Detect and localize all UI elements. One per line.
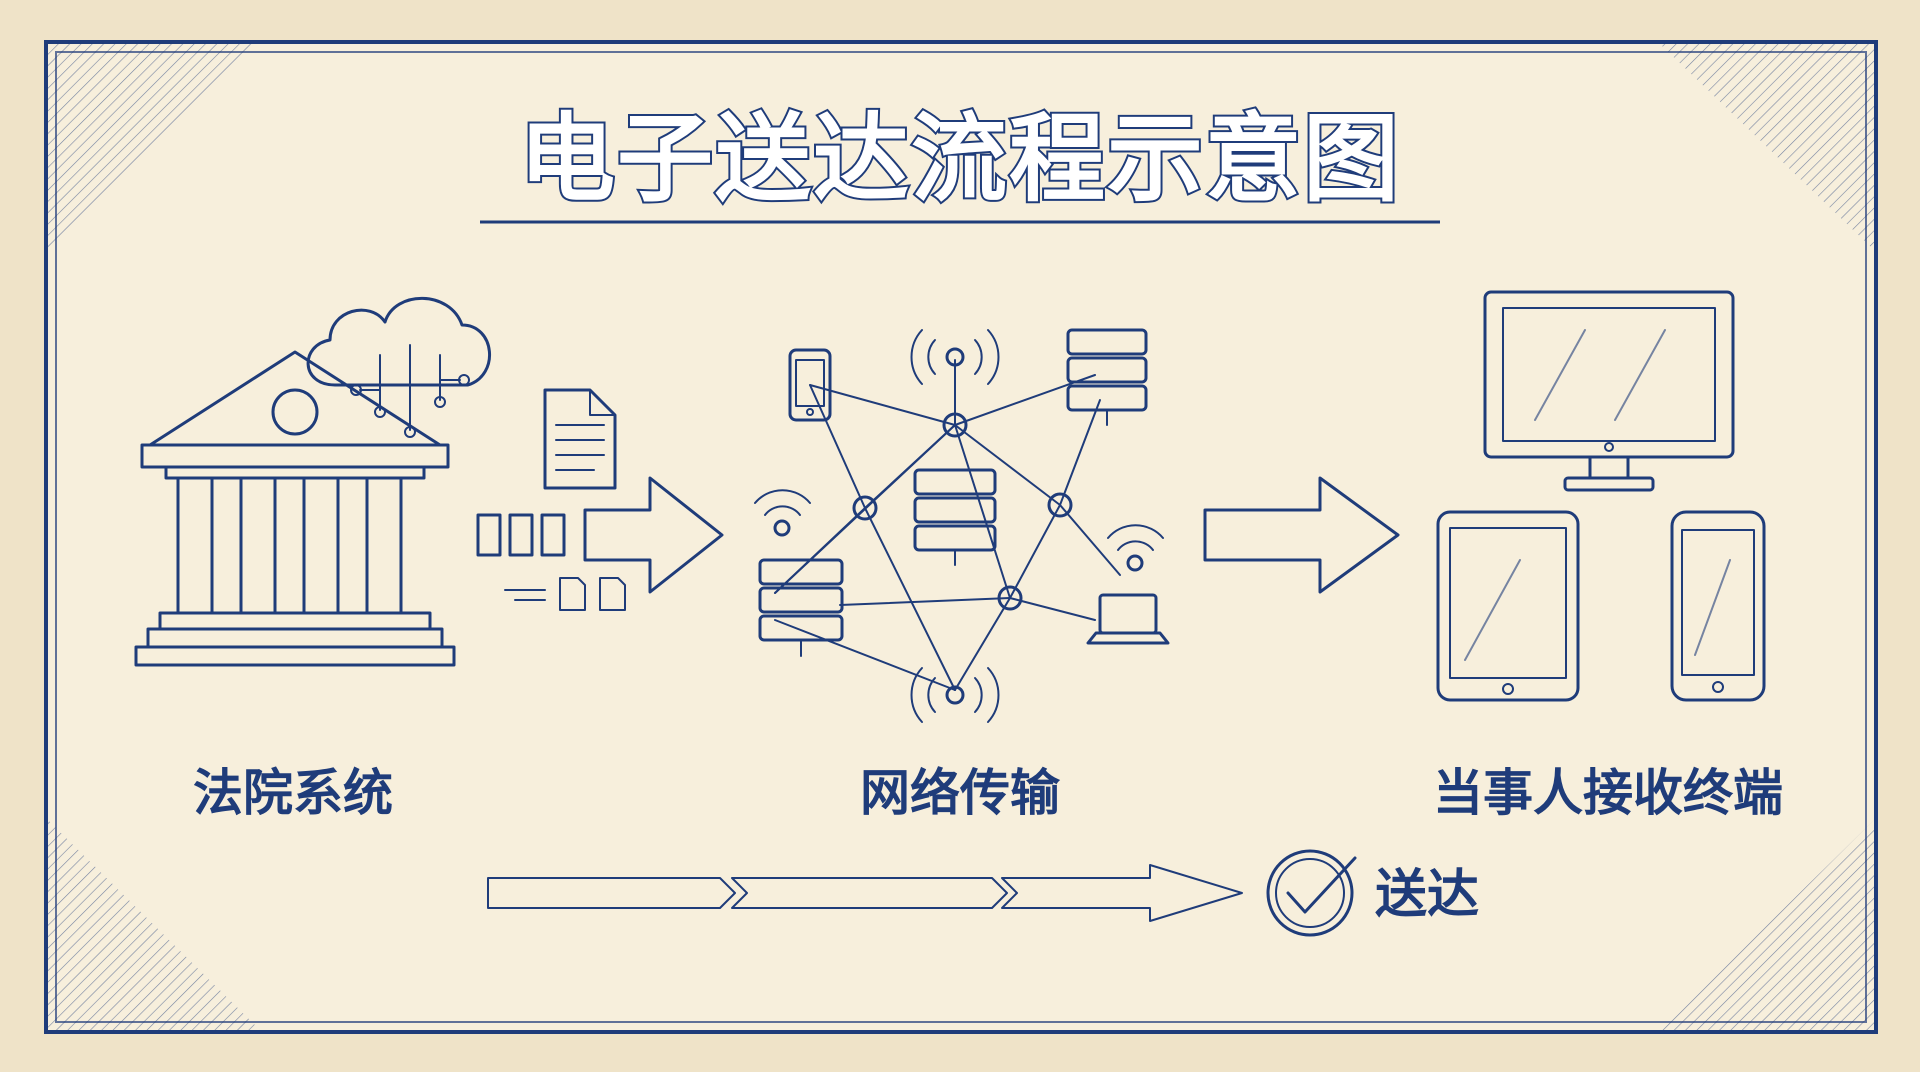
smartphone-node-icon — [788, 348, 832, 422]
tablet-icon — [1436, 510, 1580, 702]
corner-hatching — [48, 44, 1874, 1030]
cloud-circuit-icon — [306, 296, 492, 438]
arrow-network-to-terminals — [1203, 476, 1400, 594]
courthouse-icon — [134, 350, 456, 667]
server-stack-icon-top-right — [1066, 328, 1148, 426]
desktop-monitor-icon — [1483, 290, 1735, 492]
smartphone-icon — [1670, 510, 1766, 702]
inner-frame — [55, 51, 1867, 1023]
wifi-signal-icon-top — [910, 329, 1000, 385]
stage-label-network: 网络传输 — [860, 764, 1061, 822]
document-icon — [543, 388, 617, 490]
arrow-court-to-network — [583, 476, 724, 594]
network-mesh — [774, 359, 1121, 691]
server-stack-icon-center — [913, 468, 997, 566]
delivered-status-label: 送达 — [1375, 865, 1479, 925]
delivery-progress-arrow — [487, 864, 1243, 922]
laptop-node-icon — [1086, 593, 1170, 645]
server-stack-icon-left — [758, 558, 844, 657]
check-circle-icon — [1266, 849, 1357, 937]
stage-label-terminals: 当事人接收终端 — [1433, 764, 1783, 822]
outer-frame — [44, 40, 1878, 1034]
diagram-title: 电子送达流程示意图 — [519, 103, 1401, 215]
wifi-signal-icon-bottom — [910, 667, 1000, 723]
wifi-signal-icon-right — [1107, 524, 1164, 572]
wifi-signal-icon-left — [754, 489, 811, 537]
data-packets-icon — [476, 513, 626, 611]
stage-label-court: 法院系统 — [193, 764, 393, 822]
